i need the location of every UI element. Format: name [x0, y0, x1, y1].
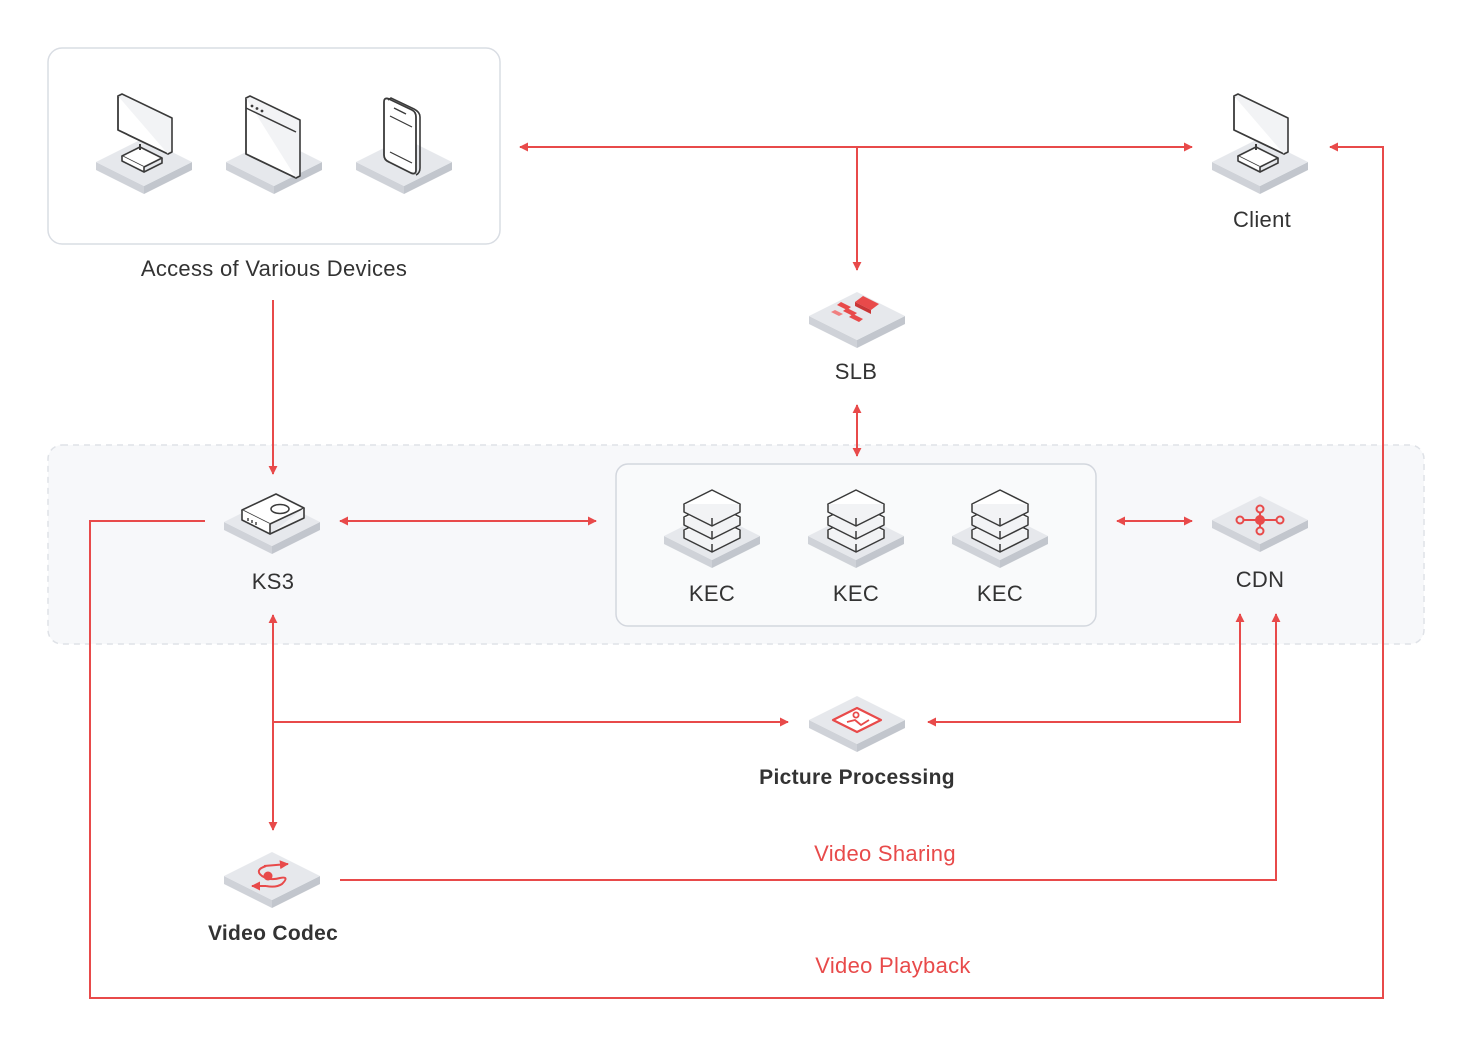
connector-video-playback: [89, 142, 1384, 999]
label-kec-1: KEC: [688, 581, 736, 606]
label-video-codec: Video Codec: [207, 922, 339, 945]
client-desktop-monitor-icon: [1212, 93, 1308, 194]
desktop-monitor-icon: [96, 93, 192, 194]
codec-arrows-icon: [224, 852, 320, 908]
label-devices: Access of Various Devices: [140, 256, 408, 281]
label-ks3: KS3: [251, 569, 295, 594]
label-kec-3: KEC: [976, 581, 1024, 606]
label-cdn: CDN: [1235, 567, 1285, 592]
storage-box-icon: [224, 493, 320, 554]
mobile-phone-icon: [356, 97, 452, 194]
network-hub-icon: [1212, 496, 1308, 552]
connector-video-sharing: [340, 613, 1281, 881]
server-stack-icon: [664, 489, 760, 568]
server-stack-icon: [952, 489, 1048, 568]
label-kec-2: KEC: [832, 581, 880, 606]
load-balancer-icon: [809, 292, 905, 348]
label-video-sharing: Video Sharing: [814, 841, 956, 866]
label-video-playback: Video Playback: [815, 953, 971, 978]
label-client: Client: [1232, 207, 1292, 232]
label-slb: SLB: [834, 359, 878, 384]
browser-window-icon: [226, 95, 322, 194]
connector-cdn-picture: [927, 613, 1245, 727]
image-icon: [809, 696, 905, 752]
label-picture-processing: Picture Processing: [759, 766, 955, 789]
server-stack-icon: [808, 489, 904, 568]
